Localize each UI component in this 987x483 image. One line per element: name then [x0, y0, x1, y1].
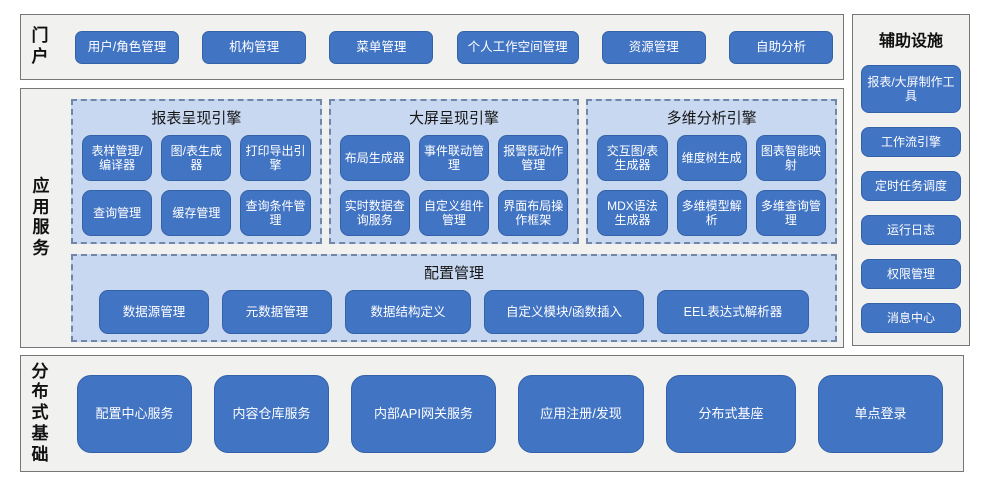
portal-button-org-mgmt[interactable]: 机构管理 [202, 30, 307, 64]
dashboard-engine-button-layout-generator[interactable]: 布局生成器 [339, 135, 410, 181]
report-engine-button-query-condition[interactable]: 查询条件管理 [240, 190, 311, 236]
aux-button-message-center[interactable]: 消息中心 [861, 303, 961, 333]
dist-button-config-center[interactable]: 配置中心服务 [77, 374, 192, 453]
distributed-foundation-label: 分布式基础 [31, 361, 49, 464]
dashboard-engine-button-ui-layout-framework[interactable]: 界面布局操作框架 [498, 190, 569, 236]
dist-button-internal-api-gateway[interactable]: 内部API网关服务 [351, 374, 496, 453]
aux-button-workflow-engine[interactable]: 工作流引擎 [861, 127, 961, 157]
auxiliary-button-column: 报表/大屏制作工具 工作流引擎 定时任务调度 运行日志 权限管理 消息中心 [861, 65, 961, 333]
dashboard-engine-button-custom-component[interactable]: 自定义组件管理 [418, 190, 490, 236]
olap-engine-title: 多维分析引擎 [666, 110, 757, 127]
portal-button-menu-mgmt[interactable]: 菜单管理 [329, 30, 434, 64]
olap-engine-button-interactive-chart[interactable]: 交互图/表生成器 [597, 135, 668, 181]
olap-engine-button-mdx-generator[interactable]: MDX语法生成器 [597, 190, 668, 236]
report-engine-title: 报表呈现引擎 [151, 110, 242, 127]
aux-button-report-dashboard-tool[interactable]: 报表/大屏制作工具 [861, 65, 961, 113]
report-engine-button-cache-mgmt[interactable]: 缓存管理 [161, 190, 232, 236]
config-button-custom-module-function[interactable]: 自定义模块/函数插入 [484, 290, 644, 334]
dist-button-app-registration-discovery[interactable]: 应用注册/发现 [518, 374, 644, 453]
dist-button-content-repository[interactable]: 内容仓库服务 [214, 374, 329, 453]
olap-engine-box: 多维分析引擎 交互图/表生成器 维度树生成 图表智能映射 MDX语法生成器 多维… [586, 99, 838, 244]
config-button-metadata-mgmt[interactable]: 元数据管理 [222, 290, 332, 334]
engine-row: 报表呈现引擎 表样管理/编译器 图/表生成器 打印导出引擎 查询管理 缓存管理 … [71, 99, 838, 244]
aux-button-scheduled-task[interactable]: 定时任务调度 [861, 171, 961, 201]
dashboard-engine-button-alarm-action[interactable]: 报警既动作管理 [498, 135, 569, 181]
portal-button-workspace-mgmt[interactable]: 个人工作空间管理 [456, 30, 579, 64]
auxiliary-facilities-section: 辅助设施 报表/大屏制作工具 工作流引擎 定时任务调度 运行日志 权限管理 消息… [852, 14, 970, 346]
report-engine-button-chart-generator[interactable]: 图/表生成器 [161, 135, 232, 181]
dashboard-engine-button-realtime-query[interactable]: 实时数据查询服务 [339, 190, 410, 236]
olap-engine-button-model-parsing[interactable]: 多维模型解析 [676, 190, 747, 236]
dist-button-single-sign-on[interactable]: 单点登录 [818, 374, 943, 453]
portal-button-resource-mgmt[interactable]: 资源管理 [601, 30, 706, 64]
dashboard-engine-button-event-linkage[interactable]: 事件联动管理 [418, 135, 490, 181]
config-button-datasource-mgmt[interactable]: 数据源管理 [99, 290, 209, 334]
app-services-label: 应用服务 [32, 176, 50, 258]
report-engine-button-query-mgmt[interactable]: 查询管理 [82, 190, 153, 236]
app-services-content: 报表呈现引擎 表样管理/编译器 图/表生成器 打印导出引擎 查询管理 缓存管理 … [71, 99, 838, 342]
distributed-button-row: 配置中心服务 内容仓库服务 内部API网关服务 应用注册/发现 分布式基座 单点… [77, 374, 943, 453]
olap-engine-button-multidim-query[interactable]: 多维查询管理 [755, 190, 827, 236]
olap-engine-button-smart-chart-mapping[interactable]: 图表智能映射 [755, 135, 827, 181]
report-engine-button-style-compiler[interactable]: 表样管理/编译器 [82, 135, 153, 181]
config-mgmt-box: 配置管理 数据源管理 元数据管理 数据结构定义 自定义模块/函数插入 EEL表达… [71, 254, 837, 342]
aux-button-permission-mgmt[interactable]: 权限管理 [861, 259, 961, 289]
auxiliary-facilities-title: 辅助设施 [878, 33, 943, 50]
report-engine-button-print-export[interactable]: 打印导出引擎 [240, 135, 311, 181]
config-button-eel-expression-parser[interactable]: EEL表达式解析器 [657, 290, 809, 334]
dashboard-engine-box: 大屏呈现引擎 布局生成器 事件联动管理 报警既动作管理 实时数据查询服务 自定义… [328, 99, 580, 244]
portal-button-user-role-mgmt[interactable]: 用户/角色管理 [75, 30, 179, 64]
aux-button-run-log[interactable]: 运行日志 [861, 215, 961, 245]
report-engine-box: 报表呈现引擎 表样管理/编译器 图/表生成器 打印导出引擎 查询管理 缓存管理 … [71, 99, 322, 244]
config-mgmt-title: 配置管理 [423, 265, 484, 282]
portal-label: 门户 [31, 26, 49, 66]
dist-button-distributed-base[interactable]: 分布式基座 [666, 374, 796, 453]
portal-section: 门户 用户/角色管理 机构管理 菜单管理 个人工作空间管理 资源管理 自助分析 [20, 14, 844, 80]
distributed-foundation-section: 分布式基础 配置中心服务 内容仓库服务 内部API网关服务 应用注册/发现 分布… [20, 355, 964, 472]
portal-button-self-analysis[interactable]: 自助分析 [728, 30, 833, 64]
olap-engine-button-dimension-tree[interactable]: 维度树生成 [676, 135, 747, 181]
portal-button-row: 用户/角色管理 机构管理 菜单管理 个人工作空间管理 资源管理 自助分析 [75, 30, 833, 64]
dashboard-engine-title: 大屏呈现引擎 [409, 110, 500, 127]
config-button-data-structure[interactable]: 数据结构定义 [345, 290, 471, 334]
app-services-section: 应用服务 报表呈现引擎 表样管理/编译器 图/表生成器 打印导出引擎 查询管理 … [20, 88, 844, 348]
